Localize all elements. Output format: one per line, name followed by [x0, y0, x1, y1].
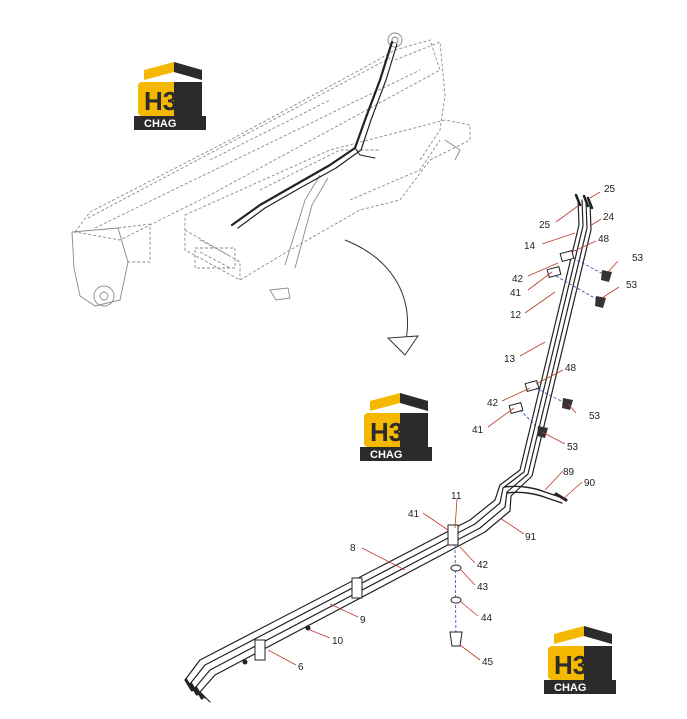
callout-6: 6 [298, 662, 304, 673]
callout-53-b: 53 [626, 280, 638, 291]
brand-logo-middle: H3 CHAG [360, 393, 432, 461]
callout-25: 25 [539, 220, 551, 231]
hose-assembly [184, 193, 612, 703]
callout-44: 44 [481, 613, 493, 624]
logo-mark: H3 [144, 86, 177, 116]
callout-10: 10 [332, 636, 344, 647]
callout-91: 91 [525, 532, 537, 543]
logo-caption: CHAG [554, 682, 586, 694]
callout-11: 11 [451, 491, 462, 502]
logo-mark: H3 [370, 417, 403, 447]
callout-41-lower: 41 [408, 509, 420, 520]
callout-90: 90 [584, 478, 596, 489]
callout-24: 24 [603, 212, 615, 223]
chassis-outline [184, 119, 471, 281]
boom-outline [74, 39, 441, 241]
leader-lines [267, 191, 620, 666]
callout-89: 89 [563, 467, 575, 478]
boom-head [71, 227, 129, 307]
callout-12: 12 [510, 310, 522, 321]
callout-14: 14 [524, 241, 536, 252]
callout-48-lower: 48 [565, 363, 577, 374]
callout-53-a: 53 [632, 253, 644, 264]
callout-numbers: 25 25 24 14 48 53 53 42 41 12 13 48 42 5… [298, 184, 644, 673]
callout-45: 45 [482, 657, 494, 668]
callout-8: 8 [350, 543, 356, 554]
view-arrow [344, 239, 419, 356]
callout-43: 43 [477, 582, 489, 593]
logo-caption: CHAG [370, 449, 402, 461]
logo-mark: H3 [554, 650, 587, 680]
logo-caption: CHAG [144, 118, 176, 130]
brand-logo-top: H3 CHAG [134, 62, 206, 130]
callout-41-upper: 41 [510, 288, 522, 299]
callout-25-top: 25 [604, 184, 616, 195]
callout-9: 9 [360, 615, 366, 626]
callout-48-upper: 48 [598, 234, 610, 245]
callout-42-lower: 42 [477, 560, 489, 571]
callout-53-d: 53 [567, 442, 579, 453]
callout-42-middle: 42 [487, 398, 499, 409]
callout-41-middle: 41 [472, 425, 484, 436]
callout-13: 13 [504, 354, 516, 365]
boom-head-pin [93, 285, 115, 307]
callout-42-upper: 42 [512, 274, 524, 285]
machine-overview [71, 32, 471, 307]
machine-hose-route [230, 40, 394, 227]
callout-53-c: 53 [589, 411, 601, 422]
brand-logo-bottom: H3 CHAG [544, 626, 616, 694]
